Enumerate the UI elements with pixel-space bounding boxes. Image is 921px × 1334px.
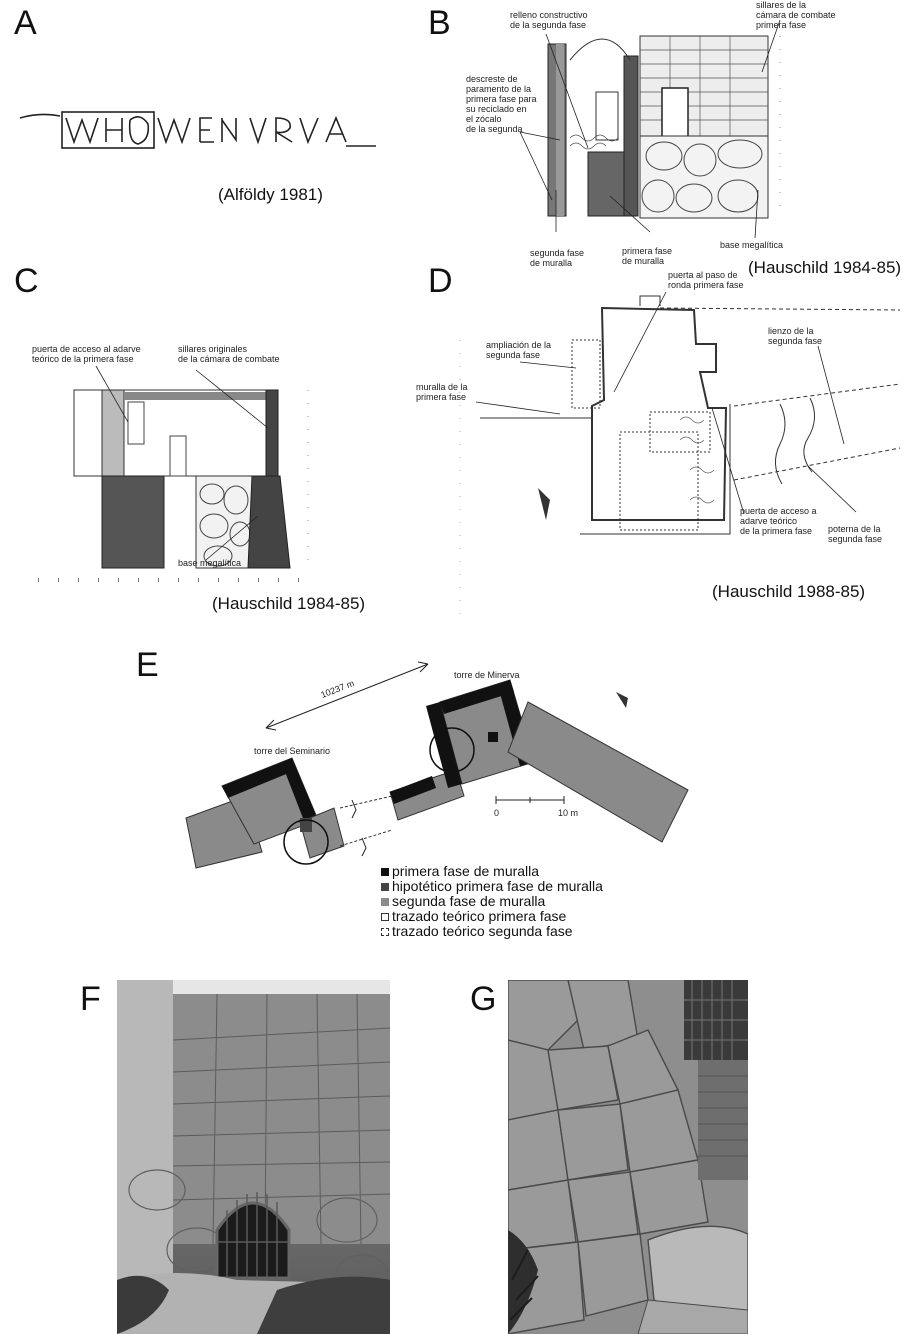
legend-swatch bbox=[381, 912, 389, 921]
legend-label: primera fase de muralla bbox=[392, 863, 540, 879]
panel-g-photo bbox=[508, 980, 748, 1334]
panel-b-label-relleno: relleno constructivo de la segunda fase bbox=[510, 10, 588, 30]
legend-label: segunda fase de muralla bbox=[392, 893, 546, 909]
panel-d-label-puerta-paso: puerta al paso de ronda primera fase bbox=[668, 270, 744, 290]
legend-item: hipotético primera fase de muralla bbox=[381, 879, 603, 894]
panel-b-label-descreste: descreste de paramento de la primera fas… bbox=[466, 74, 537, 134]
legend-label: trazado teórico primera fase bbox=[392, 908, 567, 924]
panel-c-letter: C bbox=[14, 262, 39, 300]
panel-e-label-seminario: torre del Seminario bbox=[254, 746, 331, 756]
legend-label: hipotético primera fase de muralla bbox=[392, 878, 603, 894]
panel-b-citation: (Hauschild 1984-85) bbox=[748, 258, 902, 277]
panel-d-citation: (Hauschild 1988-85) bbox=[712, 582, 866, 601]
legend-item: trazado teórico segunda fase bbox=[381, 924, 603, 939]
panel-d-label-puerta-acceso: puerta de acceso a adarve teórico de la … bbox=[740, 506, 817, 536]
panel-e-letter: E bbox=[136, 646, 159, 684]
panel-a-letter: A bbox=[14, 4, 37, 42]
panel-c-label-base: base megalítica bbox=[178, 558, 242, 568]
legend-swatch bbox=[381, 867, 389, 876]
panel-e-scale-0: 0 bbox=[494, 808, 500, 818]
panel-d-label-lienzo: lienzo de la segunda fase bbox=[768, 326, 823, 346]
panel-b-label-segunda: segunda fase de muralla bbox=[530, 248, 585, 268]
panel-a-citation: (Alföldy 1981) bbox=[218, 185, 323, 204]
panel-f-photo bbox=[117, 980, 390, 1334]
panel-e-label-minerva: torre de Minerva bbox=[454, 670, 520, 680]
panel-b-letter: B bbox=[428, 4, 451, 42]
panel-c-citation: (Hauschild 1984-85) bbox=[212, 594, 366, 613]
panel-b-label-primera: primera fase de muralla bbox=[622, 246, 673, 266]
panel-c-label-sillares: sillares originales de la cámara de comb… bbox=[178, 344, 280, 364]
legend-item: trazado teórico primera fase bbox=[381, 909, 603, 924]
panel-f-letter: F bbox=[80, 980, 101, 1018]
panel-b-label-base: base megalítica bbox=[720, 240, 784, 250]
legend-item: primera fase de muralla bbox=[381, 864, 603, 879]
panel-d-label-poterna: poterna de la segunda fase bbox=[828, 524, 883, 544]
panel-e-label-distance: 10237 m bbox=[319, 678, 356, 700]
panel-e-legend: primera fase de muralla hipotético prime… bbox=[381, 864, 603, 939]
panel-g-letter: G bbox=[470, 980, 497, 1018]
legend-swatch bbox=[381, 897, 389, 906]
legend-swatch bbox=[381, 882, 389, 891]
panel-d-label-ampliacion: ampliación de la segunda fase bbox=[486, 340, 552, 360]
panel-e-scale-10: 10 m bbox=[558, 808, 579, 818]
legend-swatch bbox=[381, 927, 389, 936]
panel-d-label-muralla: muralla de la primera fase bbox=[416, 382, 468, 402]
legend-label: trazado teórico segunda fase bbox=[392, 923, 573, 939]
legend-item: segunda fase de muralla bbox=[381, 894, 603, 909]
panel-b-label-sillares: sillares de la cámara de combate primera… bbox=[756, 0, 836, 30]
panel-d-letter: D bbox=[428, 262, 453, 300]
panel-c-label-puerta: puerta de acceso al adarve teórico de la… bbox=[32, 344, 141, 364]
